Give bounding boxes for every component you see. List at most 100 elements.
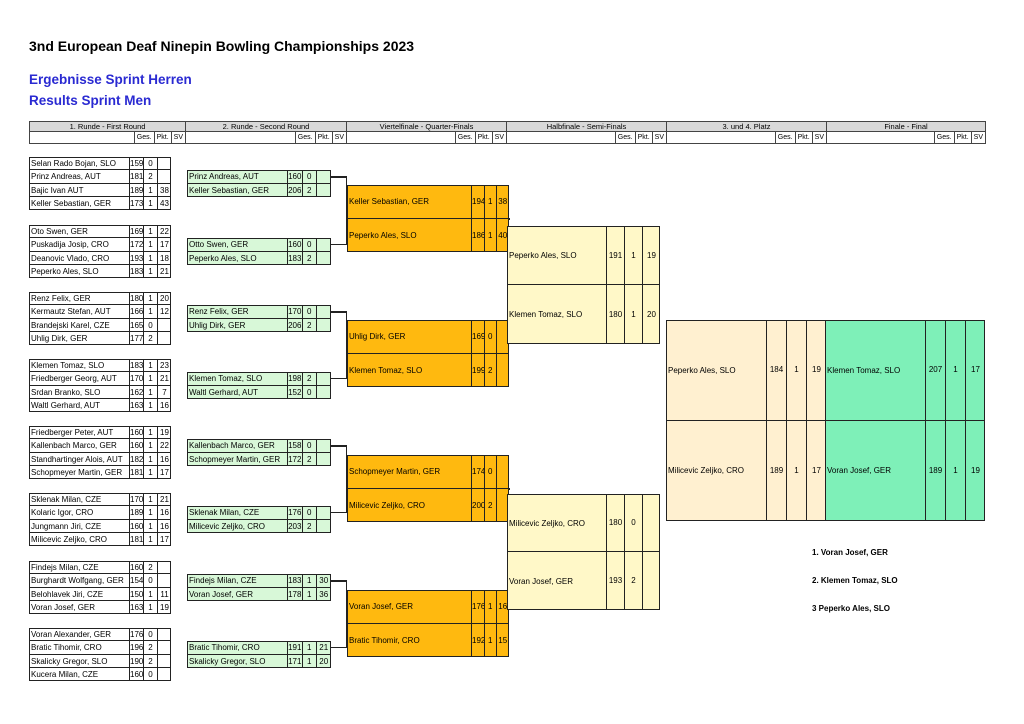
player-name: Bratic Tihomir, CRO bbox=[31, 643, 102, 653]
player-name: Findejs Milan, CZE bbox=[31, 563, 99, 573]
player-name: Kolaric Igor, CRO bbox=[31, 508, 94, 518]
score-sv: 16 bbox=[157, 519, 171, 533]
round2-match bbox=[187, 305, 331, 332]
score-sv bbox=[157, 667, 171, 682]
score-pkt: 2 bbox=[143, 331, 157, 346]
player-name: Otto Swen, GER bbox=[189, 240, 249, 250]
player-name: Uhlig Dirk, GER bbox=[189, 320, 246, 330]
row-divider bbox=[187, 586, 331, 588]
player-name: Findejs Milan, CZE bbox=[189, 576, 257, 586]
score-sv bbox=[157, 318, 171, 332]
player-name: Bajic Ivan AUT bbox=[31, 185, 84, 195]
player-name: Voran Josef, GER bbox=[189, 589, 254, 599]
row-divider bbox=[29, 451, 171, 453]
score-pkt: 1 bbox=[945, 320, 965, 421]
score-ges: 190 bbox=[129, 654, 143, 668]
score-ges: 189 bbox=[129, 506, 143, 520]
score-ges: 193 bbox=[129, 251, 143, 265]
score-pkt: 2 bbox=[483, 353, 497, 387]
player-name: Renz Felix, GER bbox=[31, 294, 91, 304]
score-ges: 184 bbox=[766, 320, 786, 421]
score-ges: 182 bbox=[129, 452, 143, 466]
score-pkt: 0 bbox=[143, 157, 157, 171]
score-sv: 19 bbox=[806, 320, 826, 421]
player-name: Milicevic Zeljko, CRO bbox=[509, 518, 586, 528]
player-name: Selan Rado Bojan, SLO bbox=[31, 159, 116, 169]
score-pkt: 1 bbox=[624, 285, 642, 344]
score-pkt: 0 bbox=[143, 628, 157, 642]
score-sv bbox=[316, 439, 331, 453]
player-name: Sklenak Milan, CZE bbox=[189, 508, 260, 518]
score-sv: 19 bbox=[965, 420, 985, 521]
score-pkt: 2 bbox=[301, 519, 317, 533]
score-ges: 171 bbox=[287, 654, 302, 668]
row-divider bbox=[187, 182, 331, 184]
score-ges: 181 bbox=[129, 532, 143, 547]
score-ges: 160 bbox=[129, 561, 143, 575]
subtitle-english: Results Sprint Men bbox=[29, 93, 152, 108]
player-name: Bratic Tihomir, CRO bbox=[349, 635, 420, 645]
ranking-third: 3 Peperko Ales, SLO bbox=[812, 604, 890, 613]
score-sv: 15 bbox=[496, 623, 509, 657]
player-name: Keller Sebastian, GER bbox=[349, 197, 430, 207]
score-ges: 181 bbox=[129, 465, 143, 480]
score-ges: 170 bbox=[129, 493, 143, 507]
score-pkt: 1 bbox=[483, 185, 497, 219]
score-pkt: 0 bbox=[301, 506, 317, 520]
row-divider bbox=[29, 653, 171, 655]
score-pkt: 0 bbox=[301, 385, 317, 399]
score-ges: 160 bbox=[129, 426, 143, 440]
score-sv: 40 bbox=[496, 218, 509, 252]
score-ges: 183 bbox=[129, 359, 143, 373]
bracket-connector bbox=[331, 446, 347, 513]
score-ges: 160 bbox=[287, 238, 302, 252]
score-ges: 159 bbox=[129, 157, 143, 171]
player-name: Klemen Tomaz, SLO bbox=[509, 310, 583, 319]
score-pkt: 2 bbox=[483, 488, 497, 522]
player-name: Kucera Milan, CZE bbox=[31, 670, 99, 680]
round1-group bbox=[29, 225, 171, 279]
row-divider bbox=[347, 622, 509, 624]
bracket-connector bbox=[508, 218, 510, 220]
score-sv bbox=[316, 305, 331, 319]
score-pkt: 1 bbox=[301, 574, 317, 588]
score-ges: 170 bbox=[129, 372, 143, 386]
row-divider bbox=[507, 284, 660, 285]
score-sv: 17 bbox=[157, 532, 171, 547]
row-divider bbox=[29, 586, 171, 588]
score-pkt: 0 bbox=[624, 494, 642, 552]
score-ges: 152 bbox=[287, 385, 302, 399]
round-header: Finale - Final bbox=[826, 121, 986, 132]
row-divider bbox=[187, 384, 331, 386]
score-pkt: 0 bbox=[143, 318, 157, 332]
score-pkt: 1 bbox=[301, 654, 317, 668]
round1-group bbox=[29, 426, 171, 480]
column-header-sv: SV bbox=[970, 132, 985, 143]
score-ges: 183 bbox=[287, 574, 302, 588]
score-pkt: 1 bbox=[143, 600, 157, 615]
score-ges: 162 bbox=[129, 385, 143, 399]
round2-match bbox=[187, 506, 331, 533]
score-ges: 160 bbox=[129, 439, 143, 453]
row-divider bbox=[29, 666, 171, 668]
player-name: Peperko Ales, SLO bbox=[509, 251, 577, 260]
player-name: Burghardt Wolfgang, GER bbox=[31, 576, 124, 586]
score-pkt: 1 bbox=[483, 218, 497, 252]
score-ges: 198 bbox=[287, 372, 302, 386]
round1-group bbox=[29, 292, 171, 346]
row-divider bbox=[29, 599, 171, 601]
score-sv: 18 bbox=[157, 251, 171, 265]
column-header-pkt: Pkt. bbox=[953, 132, 971, 143]
score-ges: 158 bbox=[287, 439, 302, 453]
score-pkt: 2 bbox=[301, 452, 317, 466]
column-header-row: Ges.Pkt.SV bbox=[826, 132, 986, 144]
score-sv: 11 bbox=[157, 587, 171, 601]
score-pkt: 1 bbox=[143, 426, 157, 440]
player-name: Sklenak Milan, CZE bbox=[31, 495, 102, 505]
score-pkt: 1 bbox=[143, 385, 157, 399]
score-pkt: 0 bbox=[301, 238, 317, 252]
row-divider bbox=[29, 384, 171, 386]
column-header-row: Ges.Pkt.SV bbox=[346, 132, 507, 144]
player-name: Klemen Tomaz, SLO bbox=[189, 374, 263, 384]
column-header-sv: SV bbox=[170, 132, 185, 143]
